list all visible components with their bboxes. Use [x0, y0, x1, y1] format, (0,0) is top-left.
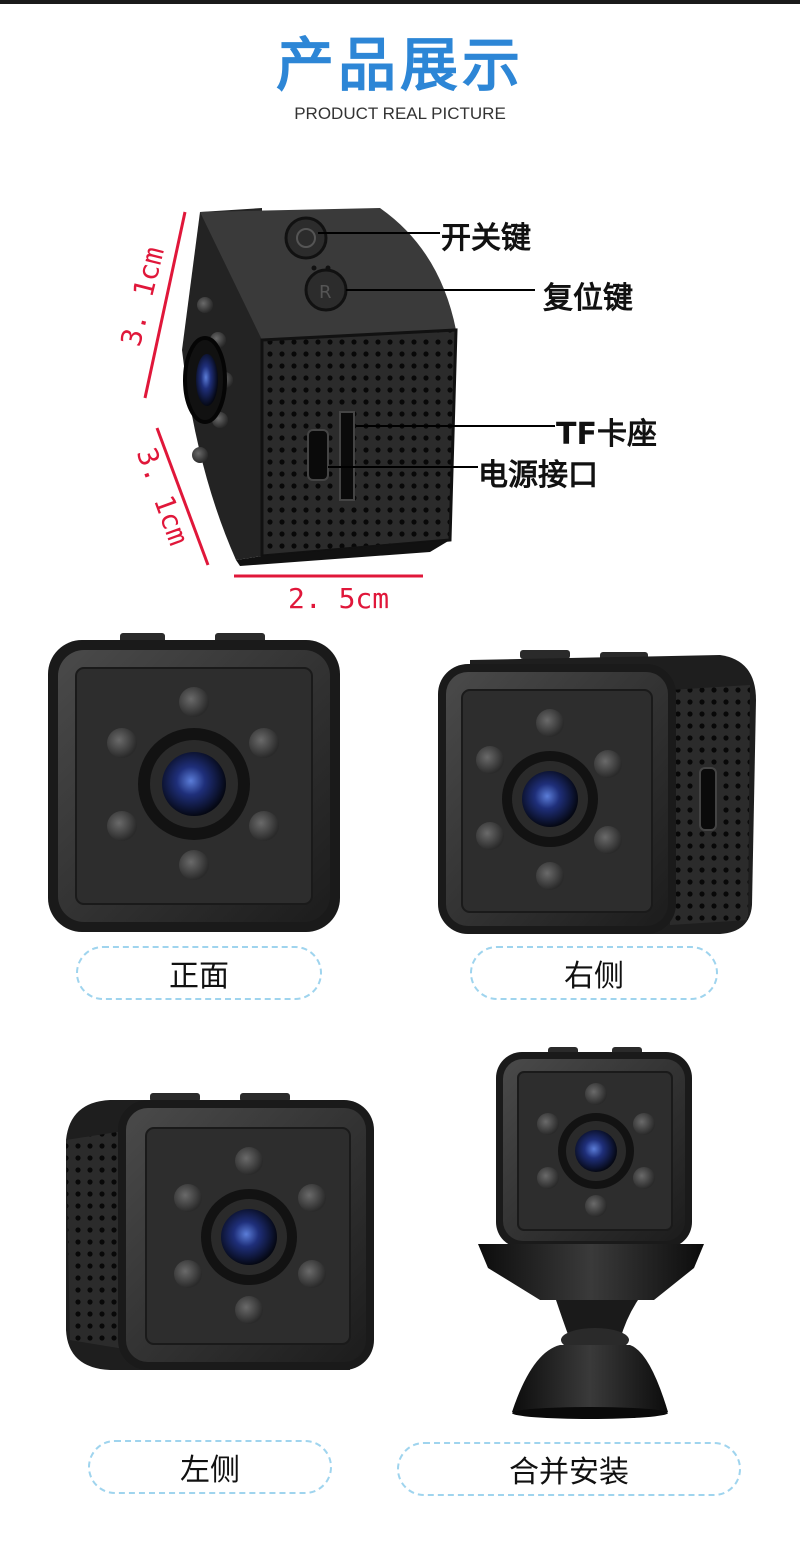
width-dimension: 2. 5cm [288, 582, 390, 615]
caption-left: 左侧 [88, 1440, 332, 1494]
camera-left-view [66, 1093, 374, 1370]
top-border [0, 0, 800, 4]
caption-right: 右侧 [470, 946, 718, 1000]
svg-text:R: R [319, 282, 332, 303]
power-key-label: 开关键 [441, 221, 531, 256]
tf-slot-label: TF卡座 [556, 417, 657, 452]
page-subtitle: PRODUCT REAL PICTURE [294, 104, 506, 123]
caption-left-text: 左侧 [180, 1453, 240, 1488]
reset-key-label: 复位键 [543, 281, 633, 316]
caption-front: 正面 [76, 946, 322, 1000]
caption-mounted: 合并安装 [397, 1442, 741, 1496]
camera-right-view [438, 650, 756, 934]
camera-front-view [48, 633, 340, 932]
caption-mounted-text: 合并安装 [509, 1455, 629, 1490]
page-title: 产品展示 [275, 31, 524, 99]
caption-front-text: 正面 [169, 959, 229, 994]
dimension-lines [143, 211, 423, 578]
camera-diagram: R [182, 208, 555, 566]
power-port-label: 电源接口 [478, 458, 598, 493]
caption-right-text: 右侧 [564, 959, 624, 994]
camera-mounted-view [478, 1047, 704, 1419]
